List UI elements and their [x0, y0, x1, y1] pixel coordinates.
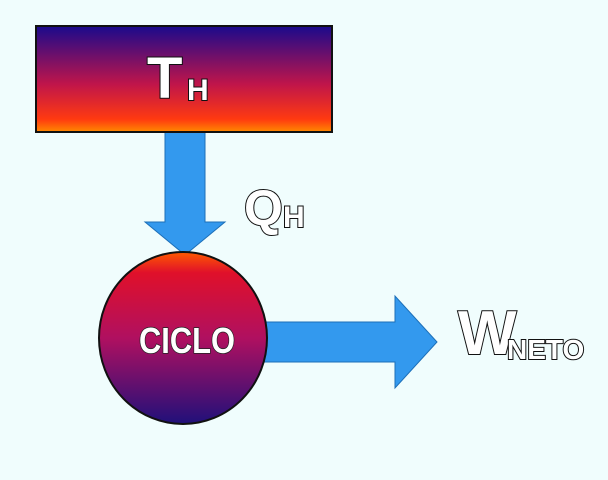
- hot-reservoir-box: [35, 25, 333, 133]
- heat-flow-arrow: [143, 131, 227, 256]
- hot-reservoir-sub: H: [187, 74, 209, 107]
- heat-input-label: Q H: [244, 180, 305, 236]
- cycle-circle: [98, 251, 268, 425]
- heat-input-sub: H: [283, 201, 305, 234]
- net-work-sub: NETO: [507, 334, 584, 365]
- net-work-label: W NETO: [458, 299, 584, 368]
- hot-reservoir-main: T: [147, 46, 182, 111]
- cycle-label: CICLO: [139, 320, 235, 361]
- hot-reservoir-label: T H: [147, 46, 209, 111]
- net-work-main: W: [458, 299, 517, 368]
- work-output-arrow: [257, 294, 438, 390]
- heat-input-main: Q: [244, 180, 283, 236]
